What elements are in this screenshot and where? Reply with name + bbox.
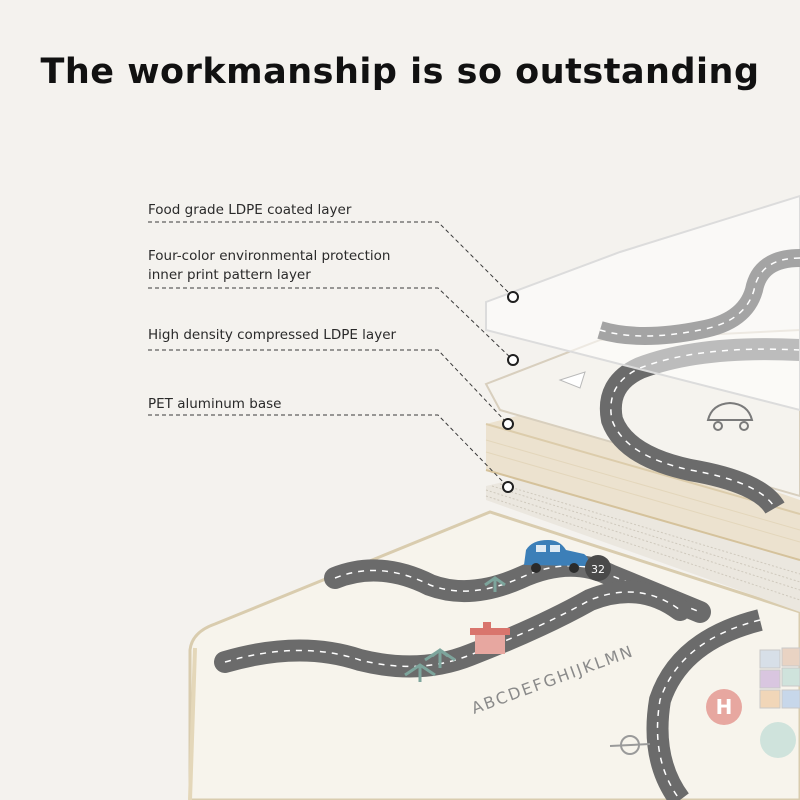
layer-label-line: High density compressed LDPE layer xyxy=(148,327,397,343)
layer-label-print-pattern: Four-color environmental protection inne… xyxy=(148,247,390,285)
car-icon xyxy=(524,540,589,573)
house-icon xyxy=(470,622,510,654)
layer-label-pet-aluminum: PET aluminum base xyxy=(148,395,281,414)
leader-line xyxy=(148,287,514,361)
leader-line xyxy=(148,414,509,488)
coated-top-layer xyxy=(485,194,800,412)
layer-marker-dot xyxy=(507,291,519,303)
layer-marker-dot xyxy=(502,418,514,430)
layer-label-line: inner print pattern layer xyxy=(148,267,311,283)
layer-marker-dot xyxy=(507,354,519,366)
headline: The workmanship is so outstanding xyxy=(40,52,760,92)
leader-line xyxy=(148,221,514,298)
road-number-marker: 32 xyxy=(591,563,605,576)
hopscotch-print xyxy=(759,647,800,709)
sign-letter: H xyxy=(716,695,733,719)
layer-label-line: PET aluminum base xyxy=(148,396,282,412)
layer-marker-dot xyxy=(502,481,514,493)
car-icon xyxy=(706,401,754,431)
layer-label-line: Food grade LDPE coated layer xyxy=(148,202,352,218)
leader-lines xyxy=(148,221,514,488)
play-mat: 32 ABCDEFGHIJKLMN H xyxy=(188,510,800,800)
aluminum-base-layer xyxy=(485,478,800,612)
layer-label-line: Four-color environmental protection xyxy=(148,248,391,264)
tree-icon xyxy=(404,576,506,682)
layer-label-compressed-ldpe: High density compressed LDPE layer xyxy=(148,326,396,345)
layer-label-ldpe-coated: Food grade LDPE coated layer xyxy=(148,201,351,220)
leader-line xyxy=(148,349,509,425)
road xyxy=(214,581,691,678)
compressed-ldpe-layer xyxy=(485,410,800,561)
leader-dots xyxy=(502,291,519,493)
